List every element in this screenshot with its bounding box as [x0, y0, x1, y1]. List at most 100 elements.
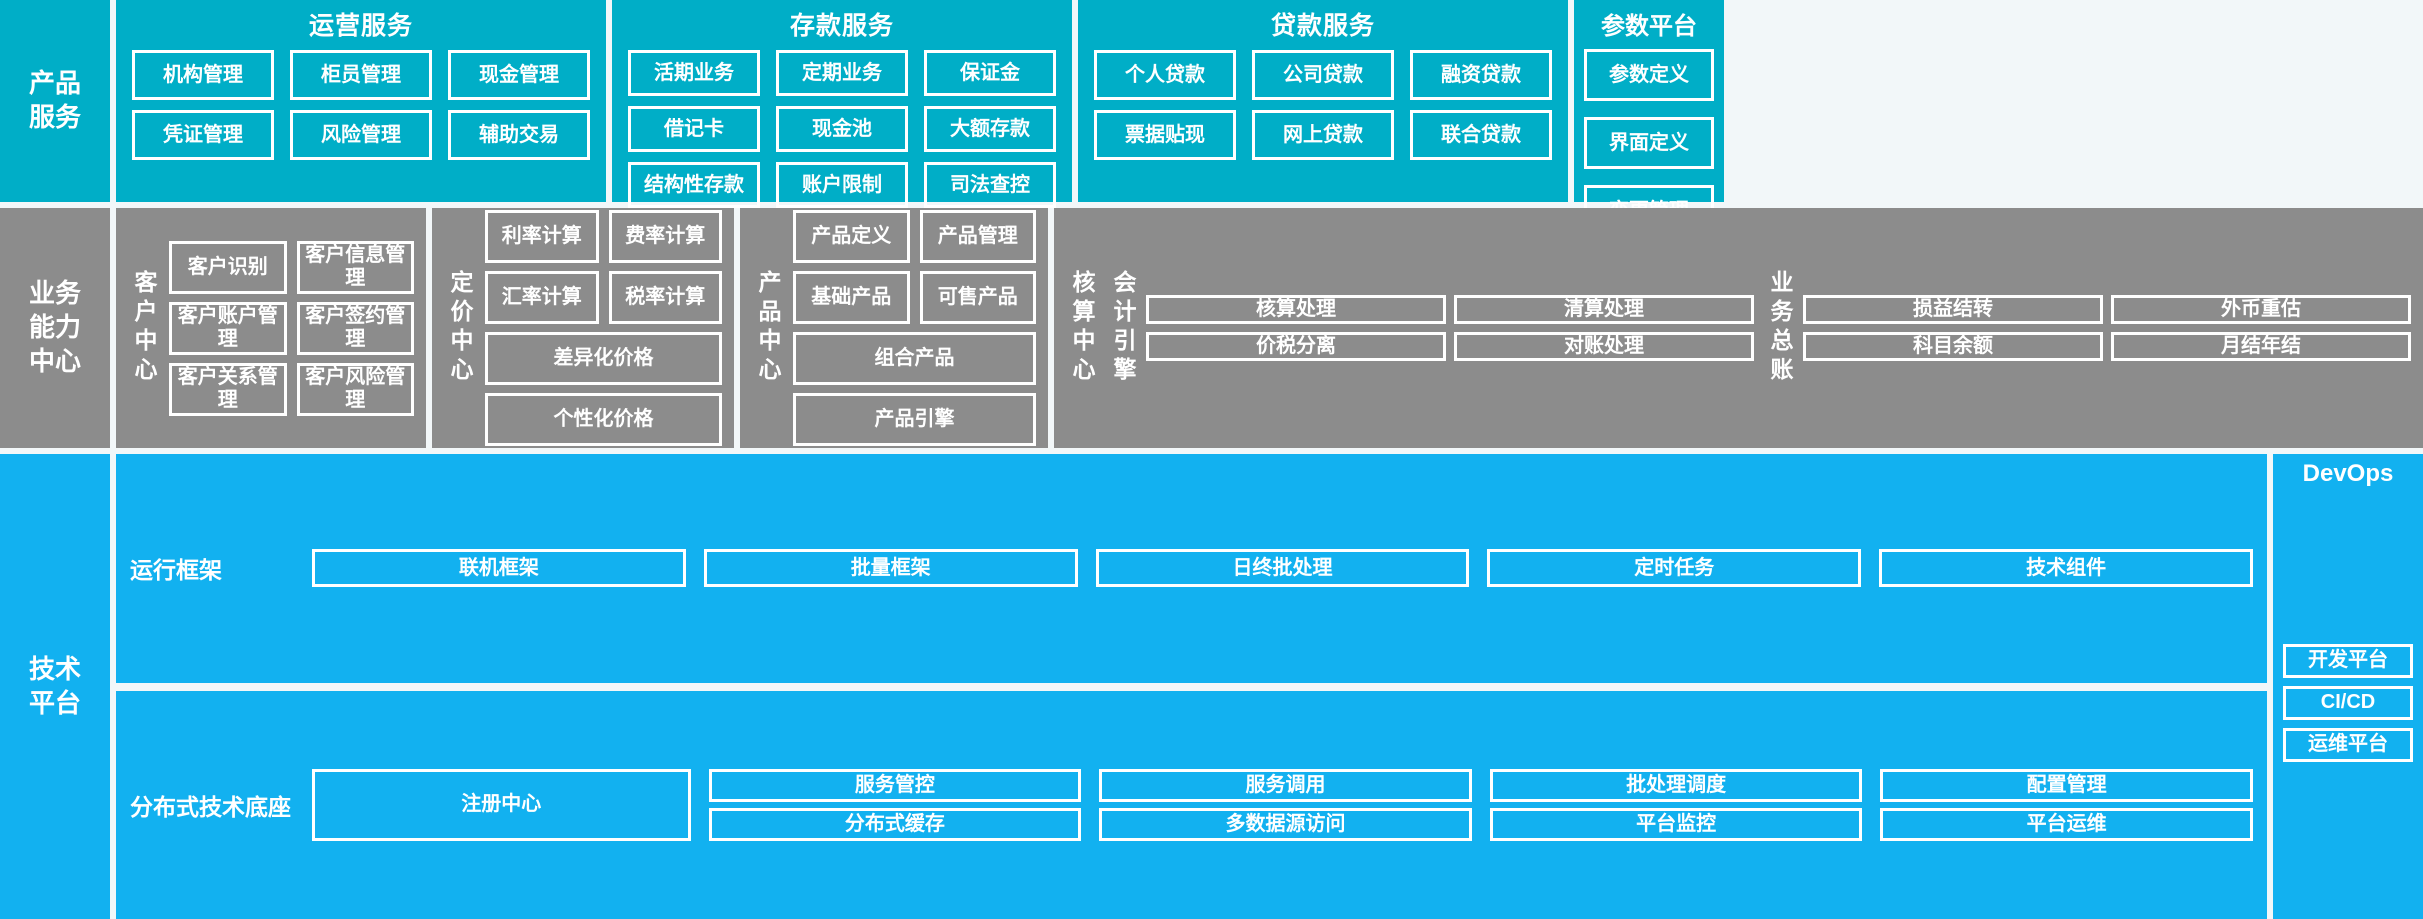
business-capability-label-line3: 中心: [28, 345, 81, 376]
tech-tile-pichuli-diaodu[interactable]: 批处理调度: [1489, 768, 1863, 802]
center-tile-duizhang-chuli[interactable]: 对账处理: [1454, 332, 1754, 361]
center-tile-qingsuan-chuli[interactable]: 清算处理: [1454, 295, 1754, 324]
service-tile-piaoju-tiexian[interactable]: 票据贴现: [1094, 110, 1236, 160]
service-tile-wangshang-daikuan[interactable]: 网上贷款: [1252, 110, 1394, 160]
service-tile-fuzhu-jiaoyi[interactable]: 辅助交易: [448, 110, 590, 160]
accounting-section-ledger-label: 业务总账: [1767, 270, 1793, 386]
tech-band-runtime-framework: 运行框架 联机框架 批量框架 日终批处理 定时任务 技术组件: [116, 454, 2267, 683]
center-row: 利率计算 费率计算: [485, 210, 722, 263]
service-tile-lianhe-daikuan[interactable]: 联合贷款: [1410, 110, 1552, 160]
tech-tile-peizhi-guanli[interactable]: 配置管理: [1880, 768, 2253, 802]
parameter-platform-rail: 参数平台 参数定义 界面定义 变更管理 流程管理 参数发布 参数对比: [1574, 0, 1724, 441]
business-capability-layer: 业务 能力 中心 客户中心 客户识别 客户信息管理 客户账户管理 客户签约管理 …: [0, 208, 2423, 448]
service-tile-xianjinchi[interactable]: 现金池: [776, 106, 908, 152]
service-tile-xianjin-guanli[interactable]: 现金管理: [448, 50, 590, 100]
center-product: 产品中心 产品定义 产品管理 基础产品 可售产品 组合产品 产品引擎: [740, 208, 1048, 448]
service-group-deposit-title: 存款服务: [789, 12, 894, 40]
tech-tile-fenbushi-huancun[interactable]: 分布式缓存: [708, 807, 1082, 841]
parameter-tile-canshu-dingyi[interactable]: 参数定义: [1584, 49, 1714, 101]
tech-tile-lianji-kuangjia[interactable]: 联机框架: [312, 549, 686, 588]
service-tile-dae-cunkuan[interactable]: 大额存款: [924, 106, 1056, 152]
service-tile-jiegouxing-cunkuan[interactable]: 结构性存款: [628, 162, 760, 208]
tech-band-distributed-base-name: 分布式技术底座: [130, 793, 291, 820]
technology-platform-label-line1: 技术: [28, 653, 81, 684]
center-tile-sunyi-jiezhuan[interactable]: 损益结转: [1803, 295, 2103, 324]
service-tile-pingzheng-guanli[interactable]: 凭证管理: [132, 110, 274, 160]
center-tile-gexinghua-jiage[interactable]: 个性化价格: [485, 393, 722, 446]
service-tile-baozhengjin[interactable]: 保证金: [924, 50, 1056, 96]
product-services-label-line2: 服务: [28, 102, 81, 132]
center-row: 客户关系管理 客户风险管理: [169, 362, 414, 416]
center-tile-kemu-yue[interactable]: 科目余额: [1803, 332, 2103, 361]
service-tile-dingqi-yewu[interactable]: 定期业务: [776, 50, 908, 96]
business-capability-label: 业务 能力 中心: [0, 208, 110, 448]
center-tile-kehu-qianyue-guanli[interactable]: 客户签约管理: [296, 301, 414, 355]
parameter-tile-jiemian-dingyi[interactable]: 界面定义: [1584, 117, 1714, 169]
center-tile-feilv-jisuan[interactable]: 费率计算: [608, 210, 722, 263]
tech-tile-rizhong-pichuli[interactable]: 日终批处理: [1095, 549, 1470, 588]
tech-tile-fuwu-guankong[interactable]: 服务管控: [708, 768, 1082, 802]
service-row: 票据贴现 网上贷款 联合贷款: [1094, 110, 1552, 160]
technology-platform-label-line2: 平台: [28, 687, 81, 718]
service-tile-huoqi-yewu[interactable]: 活期业务: [628, 50, 760, 96]
center-tile-kehu-fengxian-guanli[interactable]: 客户风险管理: [296, 362, 414, 416]
center-row: 客户识别 客户信息管理: [169, 240, 414, 294]
service-tile-jigou-guanli[interactable]: 机构管理: [132, 50, 274, 100]
business-capability-label-line2: 能力: [28, 312, 81, 343]
tech-band-distributed-base: 分布式技术底座 注册中心 服务管控 分布式缓存 服务调用 多数据源访问 批处理调…: [116, 690, 2267, 919]
center-tile-jiashui-fenli[interactable]: 价税分离: [1146, 332, 1446, 361]
center-tile-chayihua-jiage[interactable]: 差异化价格: [485, 332, 722, 385]
service-tile-gongsi-daikuan[interactable]: 公司贷款: [1252, 50, 1394, 100]
center-accounting: 核算中心 会计引擎 核算处理 价税分离 清算处理 对账处理 业务总账: [1054, 208, 2423, 448]
center-tile-keshou-chanpin[interactable]: 可售产品: [919, 271, 1036, 324]
center-tile-zuhe-chanpin[interactable]: 组合产品: [793, 332, 1036, 385]
center-tile-chanpin-guanli[interactable]: 产品管理: [919, 210, 1036, 263]
devops-tile-yunwei-pingtai[interactable]: 运维平台: [2283, 727, 2413, 762]
center-row: 差异化价格: [485, 332, 722, 385]
center-tile-lilv-jisuan[interactable]: 利率计算: [485, 210, 599, 263]
tech-tile-duoshujuyuan-fangwen[interactable]: 多数据源访问: [1099, 807, 1472, 841]
service-tile-zhanghu-xianzhi[interactable]: 账户限制: [776, 162, 908, 208]
center-row: 产品定义 产品管理: [793, 210, 1036, 263]
tech-tile-pingtai-yunwei[interactable]: 平台运维: [1880, 807, 2253, 841]
service-tile-jijika[interactable]: 借记卡: [628, 106, 760, 152]
service-tile-fengxian-guanli[interactable]: 风险管理: [290, 110, 432, 160]
devops-tile-cicd[interactable]: CI/CD: [2283, 685, 2413, 720]
accounting-section-engine: 会计引擎 核算处理 价税分离 清算处理 对账处理: [1107, 216, 1754, 440]
service-row: 凭证管理 风险管理 辅助交易: [132, 110, 590, 160]
service-row: 机构管理 柜员管理 现金管理: [132, 50, 590, 100]
center-tile-waibi-chonggu[interactable]: 外币重估: [2111, 295, 2411, 324]
center-tile-yuejie-nianjie[interactable]: 月结年结: [2111, 332, 2411, 361]
technology-platform-label: 技术 平台: [0, 454, 110, 919]
tech-tile-jishu-zujian[interactable]: 技术组件: [1879, 549, 2253, 588]
tech-tile-dingshi-renwu[interactable]: 定时任务: [1487, 549, 1862, 588]
center-row: 客户账户管理 客户签约管理: [169, 301, 414, 355]
service-tile-sifa-chakong[interactable]: 司法查控: [924, 162, 1056, 208]
tech-tile-fuwu-diaoyong[interactable]: 服务调用: [1099, 768, 1472, 802]
service-tile-rongzi-daikuan[interactable]: 融资贷款: [1410, 50, 1552, 100]
accounting-section-ledger: 业务总账 损益结转 科目余额 外币重估 月结年结: [1764, 216, 2411, 440]
center-tile-kehu-shibie[interactable]: 客户识别: [169, 240, 287, 294]
devops-tile-kaifa-pingtai[interactable]: 开发平台: [2283, 643, 2413, 678]
tech-band-runtime-framework-name: 运行框架: [130, 557, 222, 584]
center-tile-hesuan-chuli[interactable]: 核算处理: [1146, 295, 1446, 324]
center-tile-kehu-zhanghu-guanli[interactable]: 客户账户管理: [169, 301, 287, 355]
service-row: 借记卡 现金池 大额存款: [628, 106, 1056, 152]
service-tile-guiyuan-guanli[interactable]: 柜员管理: [290, 50, 432, 100]
center-tile-chanpin-yinqing[interactable]: 产品引擎: [793, 393, 1036, 446]
center-tile-jichu-chanpin[interactable]: 基础产品: [793, 271, 910, 324]
center-tile-kehu-guanxi-guanli[interactable]: 客户关系管理: [169, 362, 287, 416]
center-tile-huilv-jisuan[interactable]: 汇率计算: [485, 271, 599, 324]
tech-tile-piliang-kuangjia[interactable]: 批量框架: [703, 549, 1078, 588]
center-row: 汇率计算 税率计算: [485, 271, 722, 324]
center-pricing-label: 定价中心: [447, 270, 473, 386]
service-tile-geren-daikuan[interactable]: 个人贷款: [1094, 50, 1236, 100]
parameter-platform-title: 参数平台: [1601, 13, 1697, 40]
tech-tile-zhuce-zhongxin[interactable]: 注册中心: [312, 768, 691, 841]
center-tile-chanpin-dingyi[interactable]: 产品定义: [793, 210, 910, 263]
tech-tile-pingtai-jiankong[interactable]: 平台监控: [1489, 807, 1863, 841]
center-tile-shuilv-jisuan[interactable]: 税率计算: [608, 271, 722, 324]
center-tile-kehu-xinxi-guanli[interactable]: 客户信息管理: [296, 240, 414, 294]
service-group-operation-title: 运营服务: [308, 12, 413, 40]
